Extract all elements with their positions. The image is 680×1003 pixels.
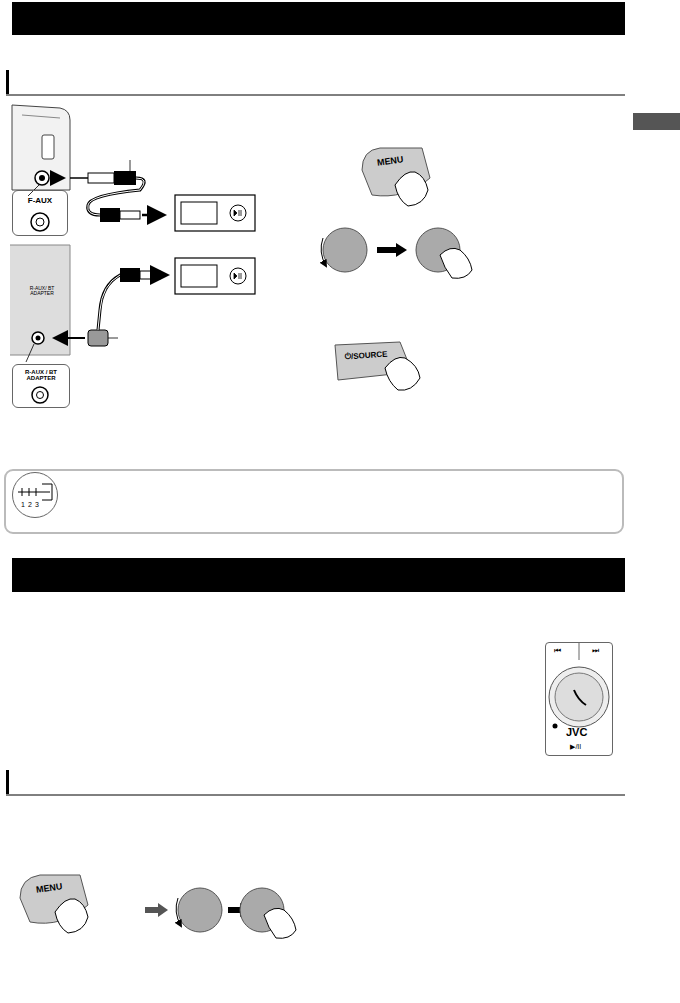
node-text: ⏭ [592, 647, 599, 655]
node-text: JVC [566, 727, 587, 738]
aux-jack-inset: R-AUX / BT ADAPTER [12, 364, 70, 408]
aux-jack-inset: F-AUX [12, 190, 68, 236]
node-text: ▶/II [570, 743, 581, 750]
node-text: 3 [35, 501, 39, 508]
node-text: F-AUX [13, 197, 67, 205]
panel-marking: R-AUX/ BT ADAPTER [22, 286, 62, 296]
node-text: R-AUX / BT ADAPTER [19, 369, 63, 381]
node-text: 1 [21, 501, 25, 508]
node-text: 2 [28, 501, 32, 508]
node-text: ⏮ [554, 647, 561, 655]
bt-adapter: ⏮ ⏭ JVC ▶/II [545, 642, 613, 756]
plug-icon: 123 [12, 472, 58, 518]
